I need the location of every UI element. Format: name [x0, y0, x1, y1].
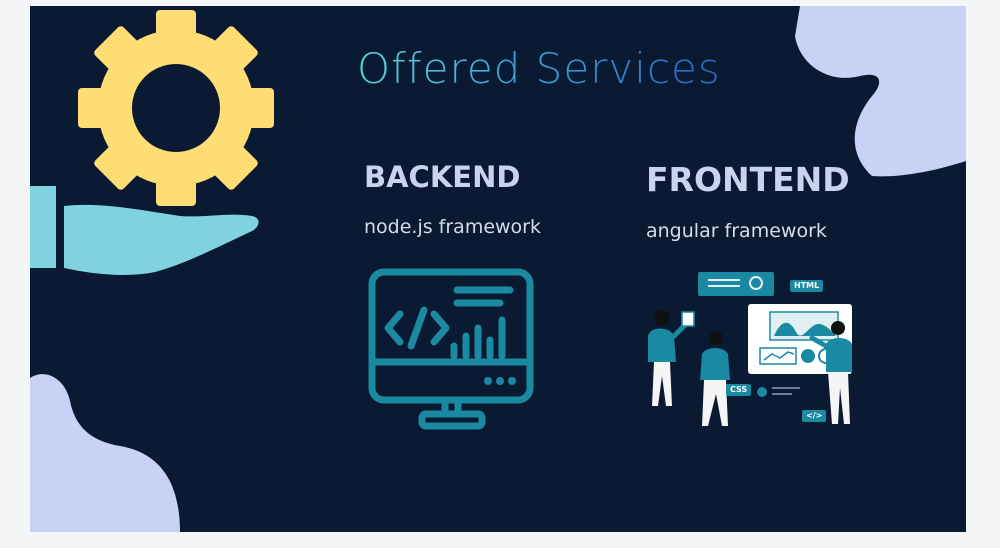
- code-tag: </>: [802, 410, 827, 422]
- backend-subtitle: node.js framework: [364, 216, 541, 238]
- frontend-heading: FRONTEND: [646, 160, 850, 199]
- hand-icon: [30, 186, 259, 275]
- monitor-dots: [484, 377, 516, 385]
- frontend-subtitle: angular framework: [646, 220, 827, 242]
- gear-icon: [78, 10, 274, 206]
- slide: Offered Services BACKEND node.js framewo…: [30, 6, 966, 532]
- bottom-left-leaf-icon: [30, 374, 180, 532]
- page-title: Offered Services: [357, 44, 721, 93]
- monitor-code-icon: [368, 268, 534, 430]
- html-tag: HTML: [790, 280, 824, 292]
- css-tag: CSS: [726, 384, 752, 396]
- backend-heading: BACKEND: [364, 160, 521, 194]
- decorations: [30, 6, 966, 532]
- top-right-leaf-icon: [795, 6, 966, 177]
- frontend-team-illustration: [648, 272, 852, 426]
